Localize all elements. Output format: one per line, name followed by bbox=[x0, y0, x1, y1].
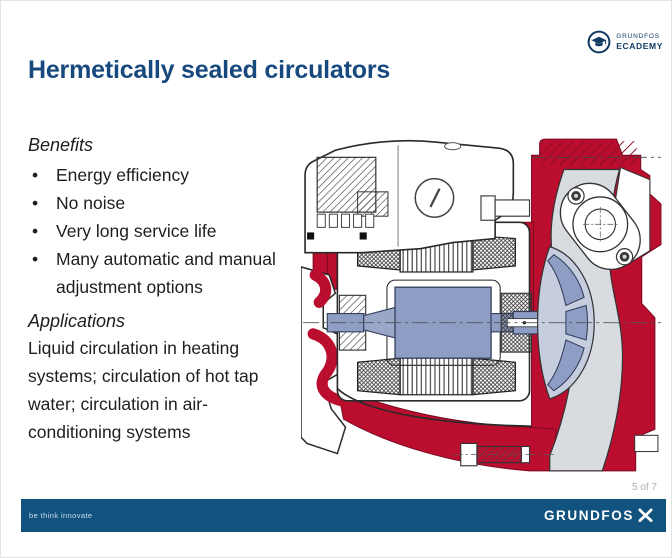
list-item: •No noise bbox=[32, 193, 126, 213]
page-title: Hermetically sealed circulators bbox=[28, 56, 391, 84]
academy-logo: GRUNDFOS ECADEMY bbox=[587, 30, 663, 54]
benefits-list: •Energy efficiency •No noise •Very long … bbox=[28, 161, 296, 301]
grundfos-logo: GRUNDFOS bbox=[544, 508, 654, 523]
body-copy: Benefits •Energy efficiency •No noise •V… bbox=[28, 132, 296, 446]
academy-logo-brand: GRUNDFOS bbox=[616, 33, 660, 40]
grundfos-x-icon bbox=[638, 508, 653, 523]
list-item: •Energy efficiency bbox=[32, 165, 189, 185]
grundfos-wordmark: GRUNDFOS bbox=[543, 508, 634, 523]
applications-heading: Applications bbox=[28, 311, 126, 331]
left-end-cap bbox=[301, 266, 348, 455]
graduation-cap-icon bbox=[587, 30, 611, 54]
academy-logo-name: ECADEMY bbox=[616, 40, 663, 51]
impeller bbox=[536, 245, 595, 400]
pump-cross-section-diagram bbox=[301, 138, 662, 472]
mounting-studs bbox=[452, 195, 554, 467]
list-item: •Many automatic and manual adjustment op… bbox=[32, 249, 276, 297]
page-indicator: 5 of 7 bbox=[631, 482, 657, 493]
list-item: •Very long service life bbox=[32, 221, 217, 241]
footer-bar: be think innovate GRUNDFOS bbox=[21, 499, 666, 532]
dial-icon bbox=[414, 177, 455, 218]
footer-tagline: be think innovate bbox=[29, 511, 93, 520]
applications-body: Liquid circulation in heating systems; c… bbox=[28, 338, 259, 442]
flange-port bbox=[559, 182, 641, 271]
terminal-box bbox=[304, 139, 515, 254]
flange-bolt-icon bbox=[567, 187, 585, 205]
flange-bolt-icon bbox=[615, 248, 634, 266]
stator-windings bbox=[357, 233, 516, 396]
benefits-heading: Benefits bbox=[28, 135, 94, 155]
